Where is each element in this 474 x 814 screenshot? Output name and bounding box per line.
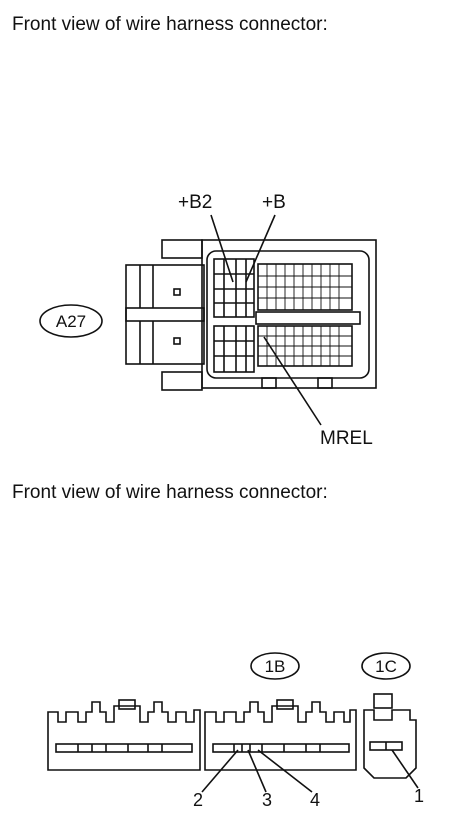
label-b: +B	[262, 192, 286, 213]
label-pin-1: 1	[414, 786, 424, 806]
label-mrel: MREL	[320, 428, 373, 449]
connector-1c-id: 1C	[375, 657, 397, 676]
leader-mrel	[263, 336, 322, 426]
connector-a27-pin-grid	[258, 264, 352, 366]
connector-a27-id: A27	[56, 312, 86, 331]
connector-a27-oval	[39, 304, 103, 338]
leader-pin-1	[391, 749, 419, 789]
connector-a27-body	[125, 239, 377, 391]
connector-1c-body	[363, 693, 417, 779]
label-pin-3: 3	[262, 790, 272, 810]
connector-1b-oval	[250, 652, 300, 680]
heading-bottom: Front view of wire harness connector:	[12, 482, 328, 503]
label-pin-4: 4	[310, 790, 320, 810]
leader-b	[245, 214, 276, 283]
connector-1b-id: 1B	[265, 657, 286, 676]
leader-pin-2	[201, 749, 239, 793]
heading-top: Front view of wire harness connector:	[12, 14, 328, 35]
connector-left-body	[47, 699, 201, 771]
connector-1c-oval	[361, 652, 411, 680]
leader-pin-3	[247, 749, 267, 793]
connector-1b-body	[204, 699, 357, 771]
label-b2: +B2	[178, 192, 212, 213]
leader-pin-4	[257, 749, 313, 793]
label-pin-2: 2	[193, 790, 203, 810]
leader-b2	[210, 214, 234, 283]
